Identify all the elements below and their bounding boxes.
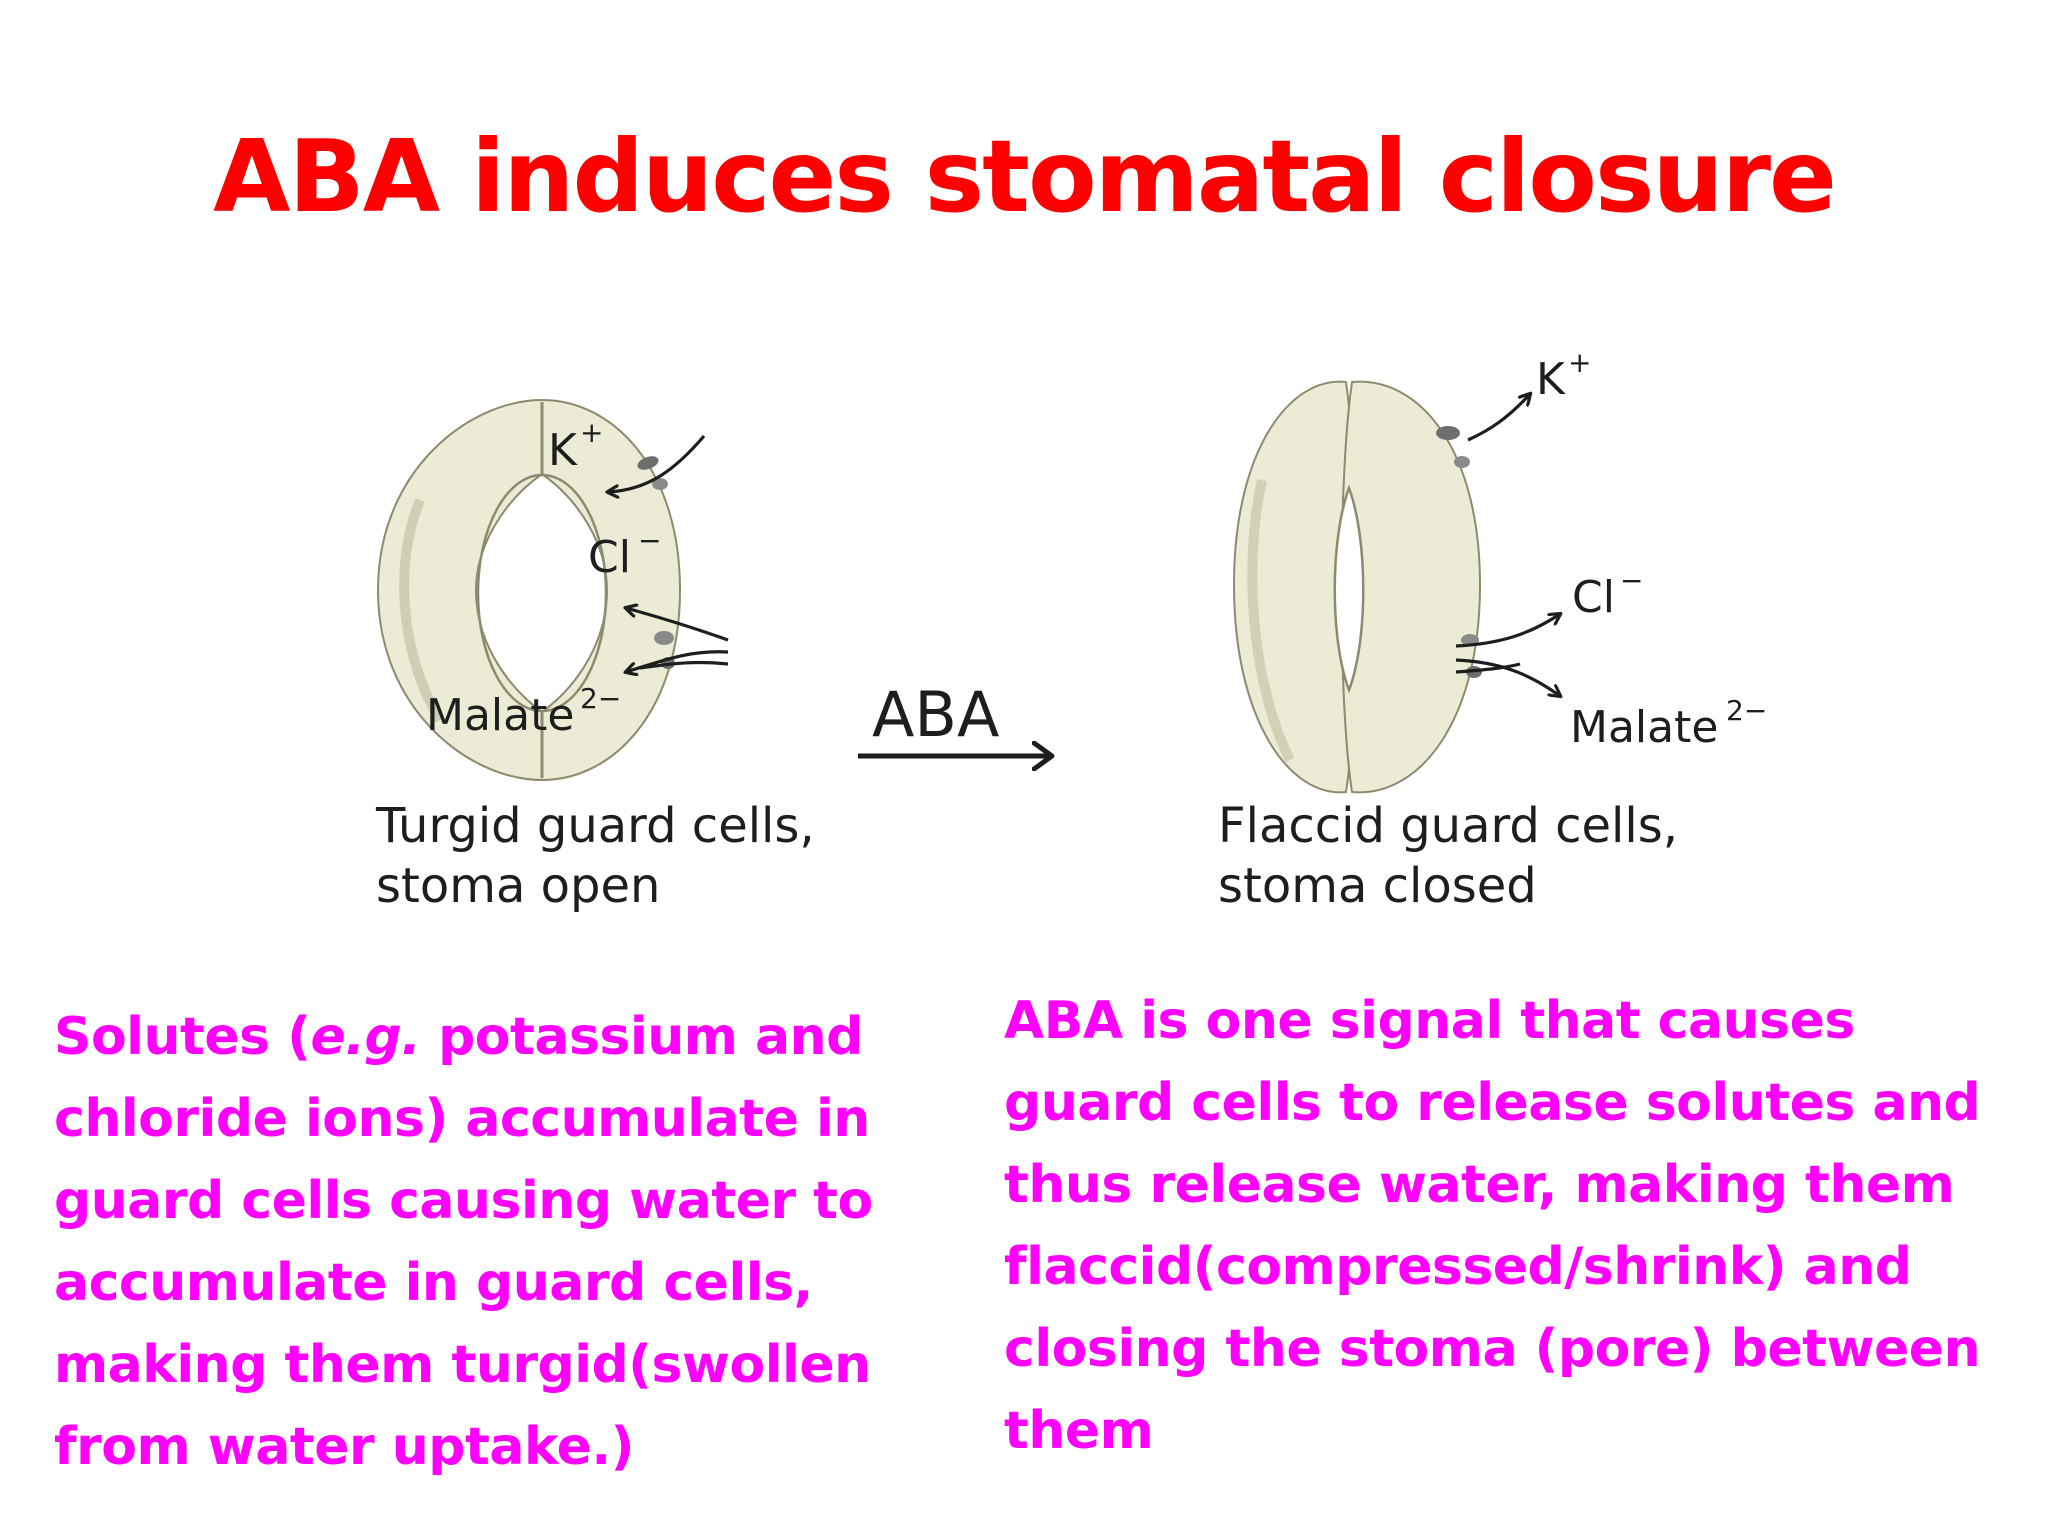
closed-k-channel-2 [1454, 456, 1470, 468]
slide-title: ABA induces stomatal closure [213, 118, 1837, 235]
left-line-emphasis: e.g. [310, 1007, 421, 1067]
open-ion-cl-charge: − [638, 524, 661, 557]
right-line: guard cells to release solutes and [1004, 1073, 1981, 1133]
closed-ion-malate-charge: 2− [1726, 694, 1767, 727]
open-malate-influx-arrow-2 [639, 660, 729, 670]
right-line: closing the stoma (pore) between [1004, 1319, 1981, 1379]
closed-ion-malate-label: Malate [1570, 702, 1718, 753]
open-stoma: K + Cl − Malate 2− Turgid guard cells, s… [375, 398, 815, 914]
left-line: making them turgid(swollen [54, 1335, 871, 1395]
closed-caption-line-1: Flaccid guard cells, [1218, 798, 1678, 854]
open-ion-k-charge: + [580, 416, 603, 449]
right-line: ABA is one signal that causes [1004, 991, 1855, 1051]
left-line: chloride ions) accumulate in [54, 1089, 870, 1149]
closed-ion-k-label: K [1536, 354, 1566, 405]
aba-transition: ABA [858, 678, 1052, 756]
right-line: thus release water, making them [1004, 1155, 1955, 1215]
open-caption-line-1: Turgid guard cells, [375, 798, 815, 854]
open-ion-cl-label: Cl [588, 532, 631, 583]
left-line: guard cells causing water to [54, 1171, 873, 1231]
right-line: them [1004, 1401, 1154, 1461]
open-malate-influx-arrow [626, 650, 729, 672]
closed-stoma-pore [1333, 484, 1365, 694]
closed-ion-k-charge: + [1568, 346, 1591, 379]
closed-malate-efflux-arrow-2 [1455, 662, 1521, 674]
open-anion-channel [654, 631, 674, 645]
open-k-influx-arrow [608, 434, 706, 492]
open-stoma-shading [399, 498, 445, 723]
closed-malate-efflux-arrow [1455, 658, 1560, 696]
aba-arrow-label: ABA [872, 678, 999, 751]
open-ion-malate-label: Malate [426, 690, 574, 741]
closed-stoma: K + Cl − Malate 2− Flaccid guard cells, … [1218, 346, 1767, 914]
closed-ion-cl-label: Cl [1572, 572, 1615, 623]
open-stoma-pore-edge [476, 473, 608, 713]
right-line: flaccid(compressed/shrink) and [1004, 1237, 1912, 1297]
closed-cl-efflux-arrow [1455, 614, 1560, 648]
open-k-channel [637, 456, 659, 470]
open-ion-k-label: K [548, 425, 578, 476]
closed-stoma-shading [1247, 478, 1295, 763]
closed-k-efflux-arrow [1467, 394, 1530, 442]
left-line: Solutes (e.g. potassium and [54, 996, 873, 1078]
open-caption-line-2: stoma open [376, 858, 660, 914]
left-line-pre: Solutes ( [54, 1007, 311, 1067]
right-explanation: ABA is one signal that causes guard cell… [1004, 980, 1981, 1472]
closed-ion-cl-charge: − [1620, 564, 1643, 597]
left-line: accumulate in guard cells, [54, 1253, 813, 1313]
open-k-channel-2 [652, 478, 668, 490]
left-line-post: potassium and [420, 1007, 863, 1067]
left-explanation: Solutes (e.g. potassium and chloride ion… [54, 996, 873, 1488]
left-line: from water uptake.) [54, 1417, 634, 1477]
closed-k-channel [1436, 426, 1460, 440]
open-ion-malate-charge: 2− [580, 682, 621, 715]
closed-caption-line-2: stoma closed [1218, 858, 1537, 914]
open-cl-influx-arrow [626, 608, 729, 642]
